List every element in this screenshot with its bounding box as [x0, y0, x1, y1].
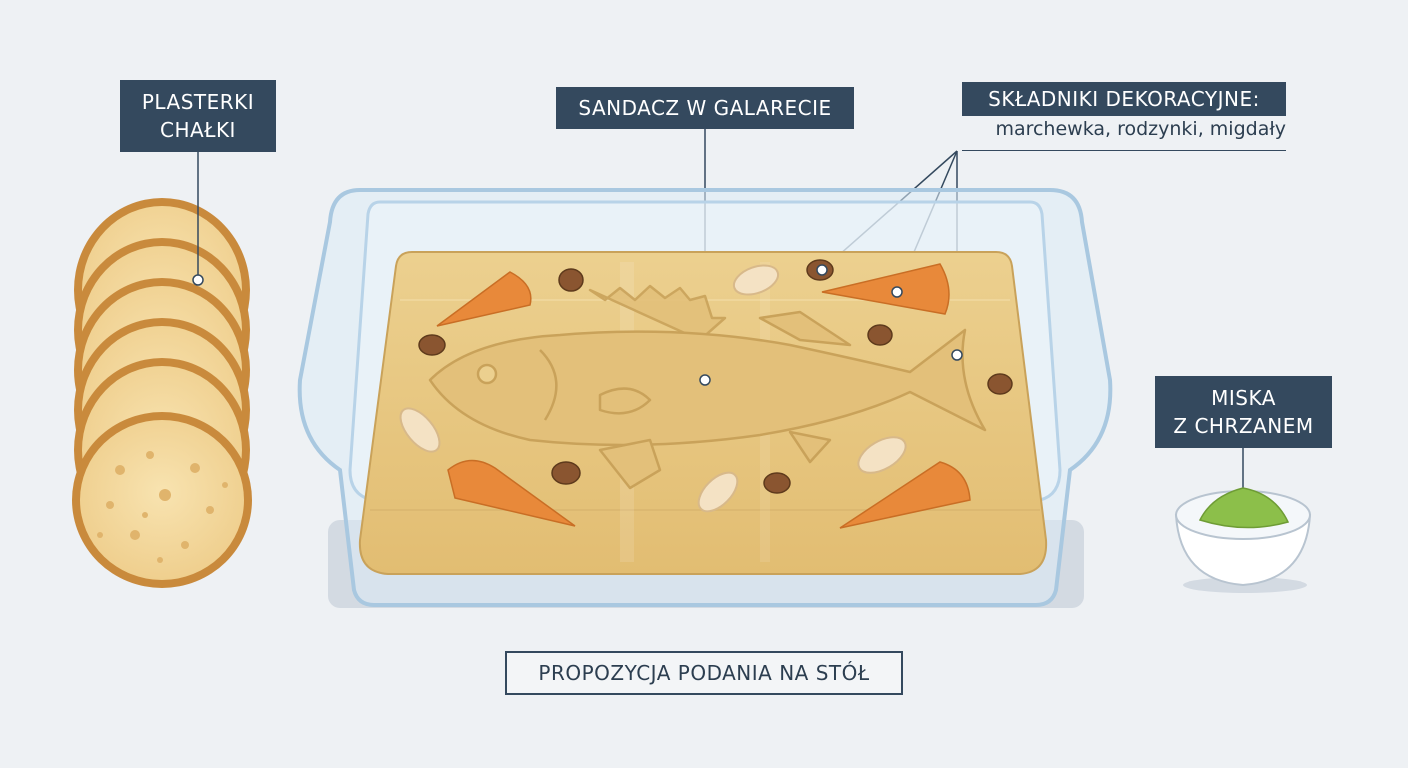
label-decorations: SKŁADNIKI DEKORACYJNE: — [962, 82, 1286, 116]
label-decorations-underline — [962, 150, 1286, 151]
carrot-icon — [436, 263, 971, 529]
sauce-bowl-icon — [1174, 487, 1312, 593]
label-horseradish-line-1: MISKA — [1211, 386, 1276, 410]
label-decorations-title: SKŁADNIKI DEKORACYJNE: — [988, 87, 1260, 111]
fish-icon — [428, 284, 987, 490]
label-pikeperch-text: SANDACZ W GALARECIE — [578, 96, 832, 120]
label-bread-slices: PLASTERKI CHAŁKI — [120, 80, 276, 152]
label-bread-slices-line-2: CHAŁKI — [160, 118, 236, 142]
label-bread-slices-line-1: PLASTERKI — [141, 90, 255, 114]
almond-icon — [399, 264, 907, 513]
raisin-icon — [418, 259, 1013, 494]
label-horseradish-bowl: MISKA Z CHRZANEM — [1155, 376, 1332, 448]
bread-slices-icon — [72, 198, 252, 588]
label-horseradish-line-2: Z CHRZANEM — [1173, 414, 1314, 438]
label-decorations-items: marchewka, rodzynki, migdały — [995, 118, 1286, 140]
serving-caption: PROPOZYCJA PODANIA NA STÓŁ — [505, 651, 903, 695]
label-pikeperch: SANDACZ W GALARECIE — [556, 87, 854, 129]
